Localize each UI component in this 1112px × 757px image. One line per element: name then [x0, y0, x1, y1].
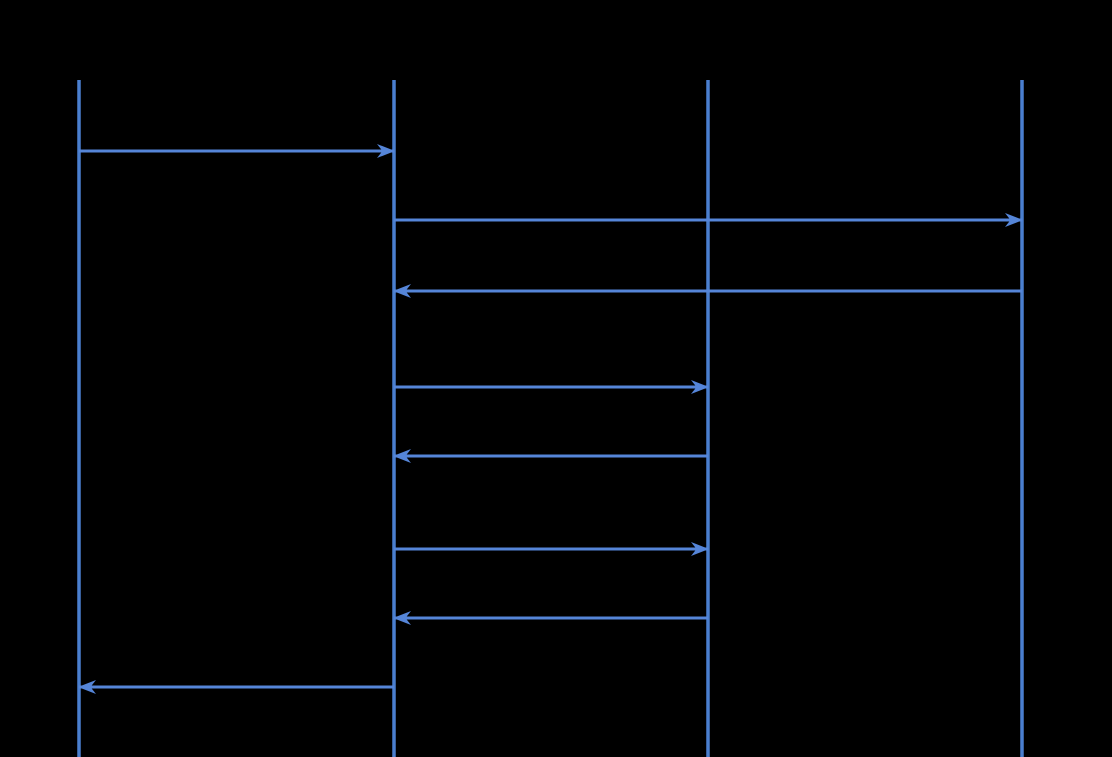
message-group: [78, 144, 1023, 694]
lifeline-group: [77, 80, 1024, 757]
